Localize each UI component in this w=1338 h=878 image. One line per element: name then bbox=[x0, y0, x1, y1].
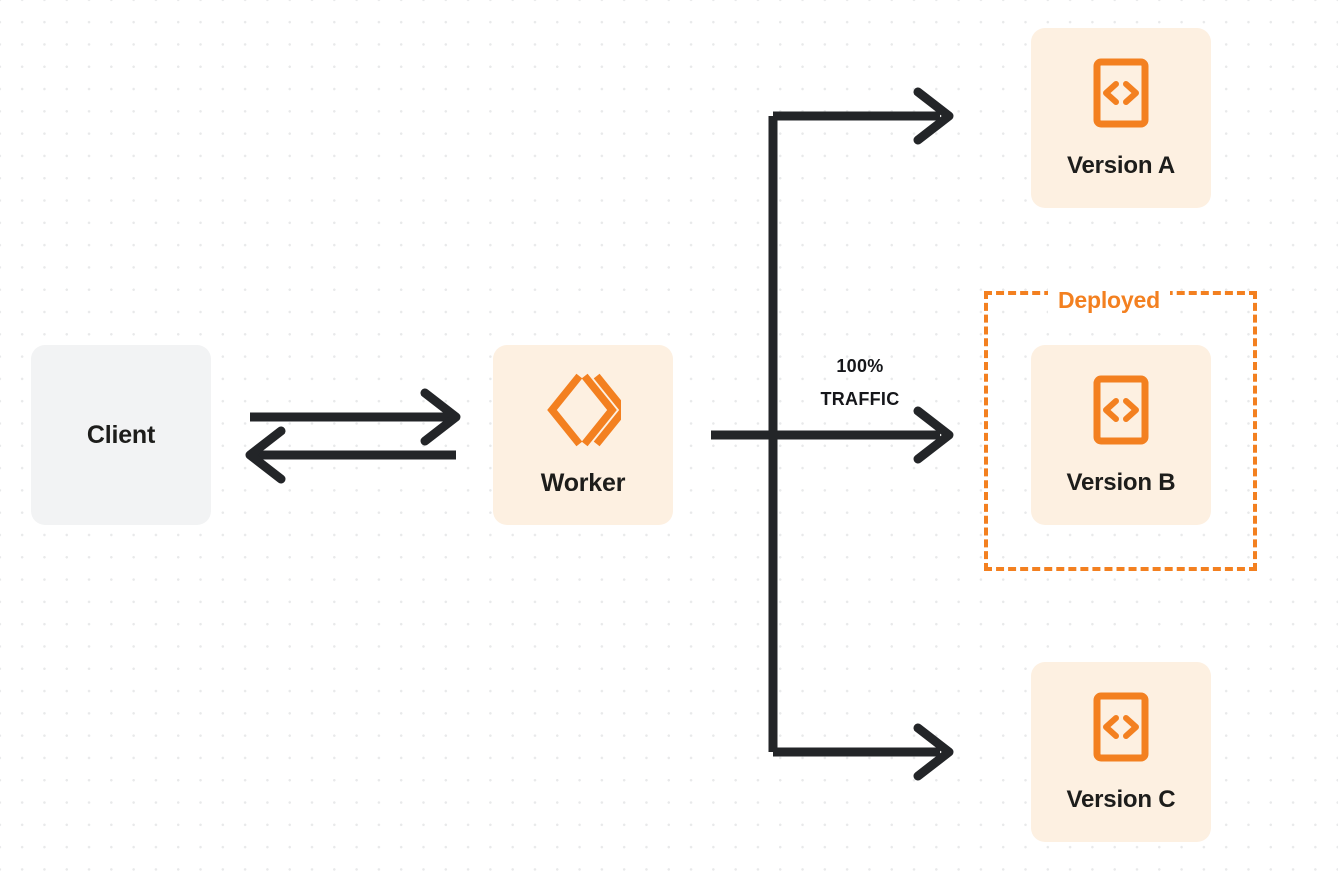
node-worker[interactable]: Worker bbox=[493, 345, 673, 525]
node-version-b[interactable]: Version B bbox=[1031, 345, 1211, 525]
code-file-icon bbox=[1092, 691, 1150, 768]
node-version-a-label: Version A bbox=[1066, 151, 1176, 179]
code-file-icon bbox=[1092, 57, 1150, 134]
code-file-icon bbox=[1092, 374, 1150, 451]
edge-worker-to-version-b bbox=[711, 406, 954, 464]
node-version-b-label: Version B bbox=[1066, 468, 1176, 496]
edge-worker-to-version-a bbox=[773, 87, 954, 145]
node-version-c[interactable]: Version C bbox=[1031, 662, 1211, 842]
traffic-word: TRAFFIC bbox=[820, 389, 900, 409]
traffic-share-label: 100% TRAFFIC bbox=[796, 350, 924, 416]
node-version-c-label: Version C bbox=[1066, 785, 1176, 813]
edge-worker-to-client bbox=[245, 426, 456, 484]
cloudflare-workers-logo-icon bbox=[545, 372, 629, 453]
node-client[interactable]: Client bbox=[31, 345, 211, 525]
edge-client-to-worker bbox=[250, 388, 461, 446]
node-client-label: Client bbox=[86, 420, 156, 449]
node-worker-label: Worker bbox=[540, 469, 626, 497]
node-version-a[interactable]: Version A bbox=[1031, 28, 1211, 208]
deployed-group-label: Deployed bbox=[1048, 286, 1170, 314]
edge-worker-to-version-c bbox=[773, 723, 954, 781]
traffic-percent: 100% bbox=[836, 356, 884, 376]
